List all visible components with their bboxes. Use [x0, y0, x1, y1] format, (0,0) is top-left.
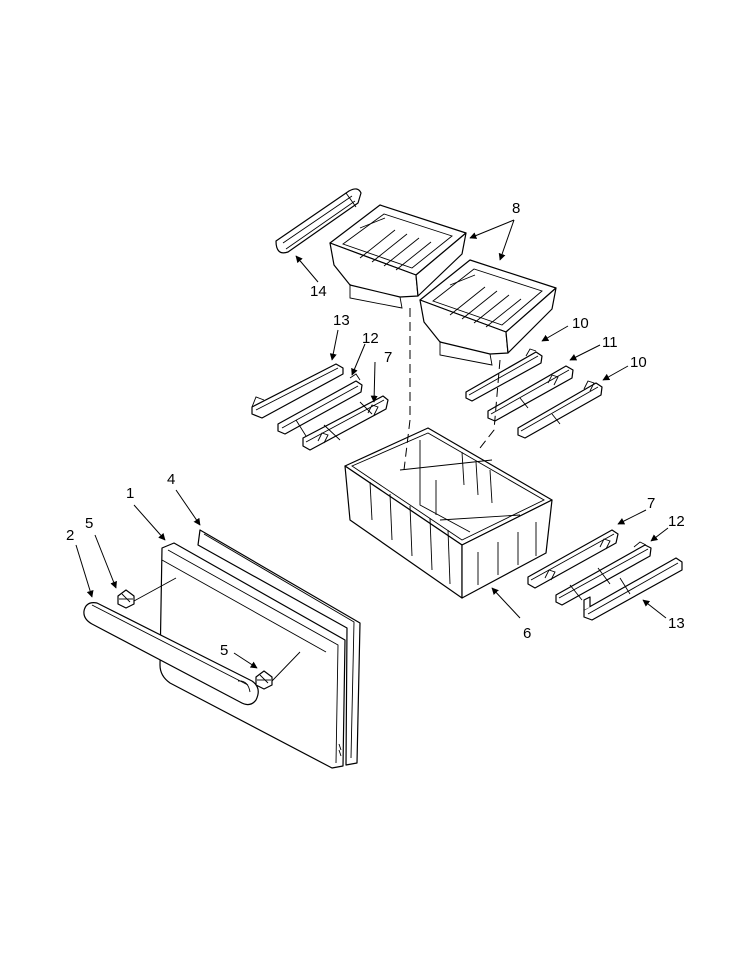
callout-12-right: 12 — [668, 513, 685, 530]
part-5-handle-mount-lower — [255, 670, 273, 690]
part-10-rail-lower — [517, 380, 603, 439]
part-14-trim-strip — [275, 188, 362, 254]
part-13-rail-cover-right — [583, 557, 683, 621]
callout-4: 4 — [167, 471, 175, 488]
callout-8: 8 — [512, 200, 520, 217]
leader-lines — [75, 219, 669, 669]
callout-10-upper: 10 — [572, 315, 589, 332]
callout-10-lower: 10 — [630, 354, 647, 371]
part-6-freezer-basket — [344, 427, 553, 599]
callout-2: 2 — [66, 527, 74, 544]
callout-11: 11 — [602, 334, 618, 351]
callout-7-right: 7 — [647, 495, 655, 512]
part-8-tray-upper — [329, 204, 467, 309]
part-7-slide-right — [527, 529, 619, 589]
part-1-door-panel — [159, 542, 346, 769]
callout-13-left: 13 — [333, 312, 350, 329]
callout-6: 6 — [523, 625, 531, 642]
callout-5-upper: 5 — [85, 515, 93, 532]
part-4-door-gasket — [197, 529, 361, 766]
assembly-guides — [133, 308, 631, 682]
callout-labels: 1 2 4 5 5 6 7 7 8 10 10 11 12 12 13 13 1… — [66, 200, 685, 659]
callout-13-right: 13 — [668, 615, 685, 632]
callout-14: 14 — [310, 283, 327, 300]
callout-5-lower: 5 — [220, 642, 228, 659]
part-11-rail-center — [487, 365, 574, 422]
callout-7-left: 7 — [384, 349, 392, 366]
part-13-rail-cover-left — [251, 363, 344, 419]
part-7-slide-left — [302, 395, 389, 451]
part-5-handle-mount-upper — [117, 589, 135, 609]
part-8-tray-lower — [419, 259, 557, 366]
part-10-rail-upper — [465, 348, 543, 402]
callout-1: 1 — [126, 485, 134, 502]
part-2-door-handle — [83, 602, 259, 706]
callout-12-left: 12 — [362, 330, 379, 347]
